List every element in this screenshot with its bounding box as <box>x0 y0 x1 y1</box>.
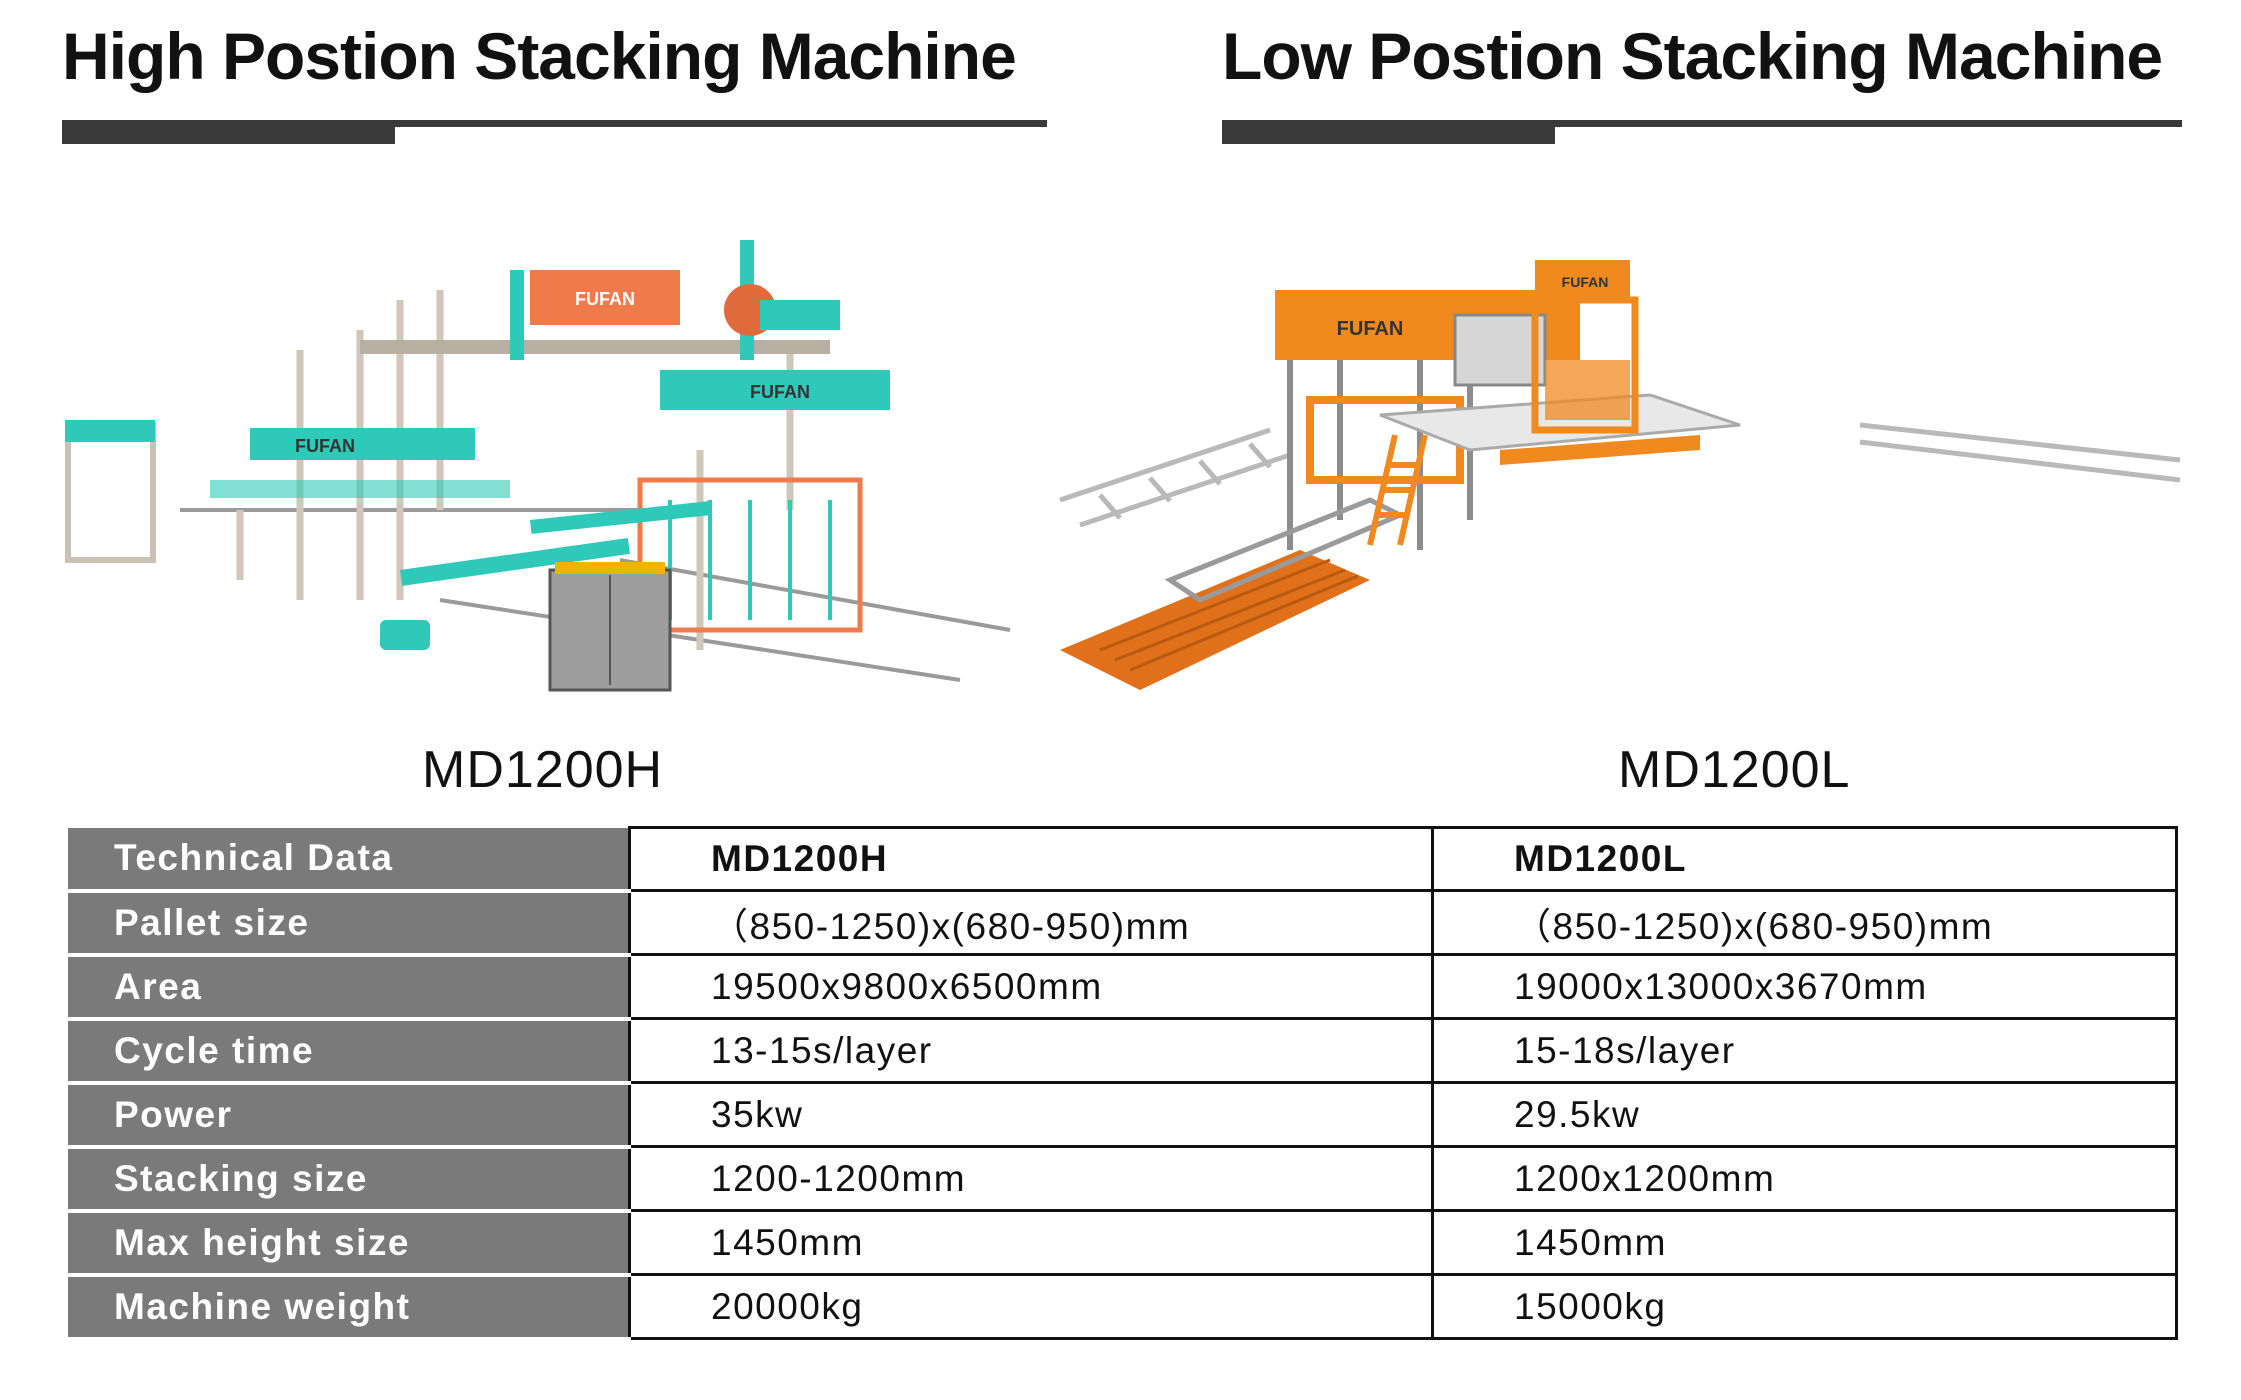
model-label-low: MD1200L <box>1618 741 1851 799</box>
low-position-heading: Low Postion Stacking Machine <box>1222 19 2163 93</box>
table-row: Cycle time 13-15s/layer 15-18s/layer <box>68 1017 2178 1085</box>
table-row: Power 35kw 29.5kw <box>68 1081 2178 1149</box>
model-label-high: MD1200H <box>422 741 664 799</box>
table-row: Pallet size （850-1250)x(680-950)mm （850-… <box>68 889 2178 957</box>
row-label: Stacking size <box>68 1146 630 1213</box>
row-value-md1200l: 15-18s/layer <box>1431 1017 2178 1084</box>
table-header-row: Technical Data MD1200H MD1200L <box>68 826 2178 893</box>
right-heading-rule-accent <box>1222 124 1555 144</box>
table-header-md1200h: MD1200H <box>628 826 1434 892</box>
high-position-heading: High Postion Stacking Machine <box>62 19 1017 93</box>
table-row: Machine weight 20000kg 15000kg <box>68 1273 2178 1341</box>
fufan-logo-main: FUFAN <box>1337 318 1404 340</box>
row-value-md1200h: 35kw <box>628 1081 1434 1148</box>
row-label: Machine weight <box>68 1274 630 1341</box>
row-label: Pallet size <box>68 890 630 957</box>
left-heading-rule-accent <box>62 124 395 144</box>
row-label: Cycle time <box>68 1018 630 1085</box>
right-heading-rule <box>1222 120 2182 127</box>
row-value-md1200h: 1450mm <box>628 1209 1434 1276</box>
row-value-md1200h: 19500x9800x6500mm <box>628 953 1434 1020</box>
technical-data-table: Technical Data MD1200H MD1200L Pallet si… <box>68 826 2178 1341</box>
row-value-md1200h: 13-15s/layer <box>628 1017 1434 1084</box>
row-value-md1200h: 20000kg <box>628 1273 1434 1340</box>
row-value-md1200h: 1200-1200mm <box>628 1145 1434 1212</box>
row-value-md1200l: 19000x13000x3670mm <box>1431 953 2178 1020</box>
fufan-logo-mid: FUFAN <box>295 436 355 456</box>
high-position-machine-image: FUFAN FUFAN FUFAN <box>60 180 1020 720</box>
table-row: Area 19500x9800x6500mm 19000x13000x3670m… <box>68 953 2178 1021</box>
table-row: Max height size 1450mm 1450mm <box>68 1209 2178 1277</box>
fufan-logo-right: FUFAN <box>750 382 810 402</box>
left-heading-rule <box>62 120 1047 127</box>
row-label: Max height size <box>68 1210 630 1277</box>
row-value-md1200l: 1450mm <box>1431 1209 2178 1276</box>
fufan-logo-right: FUFAN <box>1562 274 1609 290</box>
row-label: Area <box>68 954 630 1021</box>
fufan-logo-top: FUFAN <box>575 289 635 309</box>
table-row: Stacking size 1200-1200mm 1200x1200mm <box>68 1145 2178 1213</box>
row-label: Power <box>68 1082 630 1149</box>
row-value-md1200h: （850-1250)x(680-950)mm <box>628 889 1434 956</box>
row-value-md1200l: 1200x1200mm <box>1431 1145 2178 1212</box>
row-value-md1200l: 29.5kw <box>1431 1081 2178 1148</box>
table-header-md1200l: MD1200L <box>1431 826 2178 892</box>
row-value-md1200l: （850-1250)x(680-950)mm <box>1431 889 2178 956</box>
row-value-md1200l: 15000kg <box>1431 1273 2178 1340</box>
low-position-machine-image: FUFAN FUFAN <box>1040 180 2185 720</box>
table-header-label: Technical Data <box>68 827 630 893</box>
